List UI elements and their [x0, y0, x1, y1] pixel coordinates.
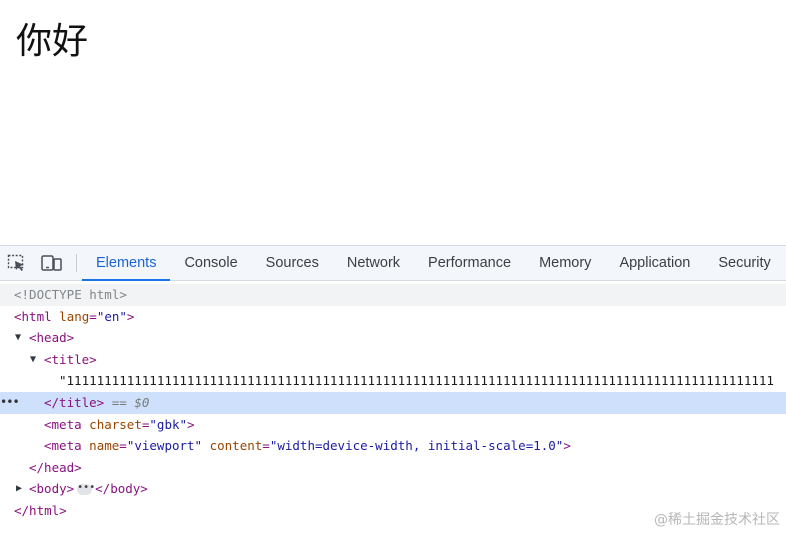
title-close-tag: </title>: [44, 394, 105, 410]
body-open-tag: <body>: [29, 481, 75, 497]
html-close-tag: </html>: [14, 502, 67, 518]
meta-name-value: "viewport": [126, 438, 203, 454]
devtools-toolbar: Elements Console Sources Network Perform…: [0, 246, 786, 281]
dom-tree: <!DOCTYPE html> <html lang="en"> ▼ <head…: [0, 284, 786, 522]
head-close-tag: </head>: [29, 459, 82, 475]
collapse-triangle-icon[interactable]: ▶: [16, 483, 23, 495]
head-open-tag: <head>: [29, 330, 75, 346]
tab-application[interactable]: Application: [619, 255, 691, 271]
tab-memory[interactable]: Memory: [539, 255, 592, 271]
dom-node-html[interactable]: <html lang="en">: [14, 308, 135, 324]
dom-node-meta-charset[interactable]: <meta charset="gbk">: [44, 416, 195, 432]
meta-charset-attr: charset: [89, 416, 142, 432]
dom-node-html-close[interactable]: </html>: [0, 500, 786, 522]
title-text: "111111111111111111111111111111111111111…: [59, 373, 774, 389]
dom-node-doctype[interactable]: <!DOCTYPE html>: [0, 284, 786, 306]
tab-console[interactable]: Console: [184, 255, 238, 271]
device-toggle-icon[interactable]: [41, 254, 62, 272]
inspect-element-icon[interactable]: [7, 254, 27, 272]
expand-triangle-icon[interactable]: ▼: [30, 353, 37, 365]
html-open-tag: <html: [14, 308, 52, 324]
page-viewport: 你好: [0, 0, 786, 245]
body-close-tag: </body>: [95, 481, 148, 497]
toolbar-divider: [76, 254, 77, 272]
dom-node-title-close[interactable]: ••• </title> == $0: [0, 391, 786, 414]
expand-triangle-icon[interactable]: ▼: [15, 332, 22, 344]
tab-performance[interactable]: Performance: [428, 255, 512, 271]
dom-node-meta-viewport[interactable]: <meta name="viewport" content="width=dev…: [44, 438, 571, 454]
meta-content-attr: content: [209, 438, 263, 454]
devtools-panel: Elements Console Sources Network Perform…: [0, 245, 786, 536]
watermark: @稀土掘金技术社区: [654, 512, 780, 528]
meta-name-attr: name: [89, 438, 120, 454]
html-lang-attr: lang: [59, 308, 90, 324]
tab-sources[interactable]: Sources: [265, 255, 319, 271]
doctype-text: <!DOCTYPE html>: [14, 287, 127, 302]
dom-node-head-close[interactable]: </head>: [0, 457, 786, 479]
title-open-tag: <title>: [44, 351, 97, 367]
dom-node-body[interactable]: ▶ <body>•••</body>: [0, 478, 786, 500]
meta-charset-value: "gbk": [149, 416, 188, 432]
more-dots-icon[interactable]: •••: [0, 394, 20, 409]
meta-open-tag: <meta: [44, 416, 82, 432]
selected-node-marker: == $0: [111, 394, 150, 410]
expand-ellipsis-icon[interactable]: •••: [77, 482, 96, 496]
tab-elements[interactable]: Elements: [82, 246, 171, 281]
tab-network[interactable]: Network: [346, 255, 401, 271]
dom-node-title[interactable]: ▼ <title>: [0, 349, 786, 371]
meta-open-tag: <meta: [44, 438, 82, 454]
html-lang-value: "en": [96, 308, 127, 324]
dom-node-head[interactable]: ▼ <head>: [0, 327, 786, 349]
devtools-tabs: Elements Console Sources Network Perform…: [82, 246, 785, 281]
dom-node-title-text[interactable]: "111111111111111111111111111111111111111…: [0, 370, 786, 392]
meta-content-value: "width=device-width, initial-scale=1.0": [269, 438, 564, 454]
page-heading: 你好: [16, 21, 89, 62]
tab-security[interactable]: Security: [718, 255, 771, 271]
